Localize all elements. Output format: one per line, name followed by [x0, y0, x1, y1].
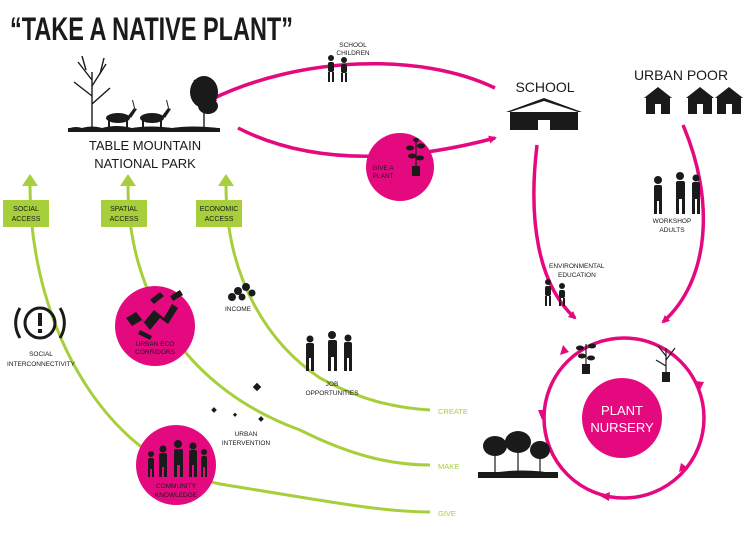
label-create: CREATE [438, 407, 468, 416]
label-make: MAKE [438, 462, 459, 471]
arc-economic [224, 185, 431, 412]
park-label-line2: NATIONAL PARK [94, 156, 196, 171]
arrow-school-to-nursery [532, 144, 577, 320]
arrow-urbanpoor-to-nursery [661, 124, 706, 324]
park-label-line1: TABLE MOUNTAIN [89, 138, 201, 153]
svg-text:URBAN ECO: URBAN ECO [136, 341, 175, 348]
svg-text:PLANT: PLANT [373, 173, 394, 180]
school-children-icon [328, 55, 347, 82]
urban-poor-label: URBAN POOR [634, 67, 728, 83]
urban-poor-houses-icon [644, 87, 743, 114]
svg-text:COMMUNITY: COMMUNITY [156, 483, 197, 490]
node-give-plant: GIVE A PLANT [366, 133, 434, 201]
access-box-social: SOCIAL ACCESS [3, 200, 49, 227]
svg-text:GIVE A: GIVE A [372, 165, 394, 172]
job-workers-icon [306, 331, 352, 371]
park-illustration-icon [68, 55, 220, 132]
access-box-spatial: SPATIAL ACCESS [101, 200, 147, 227]
svg-text:NURSERY: NURSERY [590, 420, 654, 435]
label-social-2: INTERCONNECTIVITY [7, 361, 76, 368]
workshop-adults-icon [654, 172, 700, 214]
warning-sign-icon [14, 306, 66, 340]
school-label: SCHOOL [515, 79, 574, 95]
label-give: GIVE [438, 509, 456, 518]
svg-text:ACCESS: ACCESS [205, 216, 234, 223]
label-urban-intervention-1: URBAN [235, 431, 258, 438]
svg-text:SPATIAL: SPATIAL [110, 206, 138, 213]
arrow-school-to-park [208, 61, 496, 102]
magenta-arrows [208, 61, 706, 324]
svg-text:CORRIDORS: CORRIDORS [135, 349, 175, 356]
label-env-education-2: EDUCATION [558, 272, 596, 279]
coins-icon [228, 283, 256, 301]
svg-text:SOCIAL: SOCIAL [13, 206, 39, 213]
label-workshop-1: WORKSHOP [653, 218, 692, 225]
sapling-icon [655, 345, 676, 382]
arrow-park-to-school [237, 126, 497, 158]
svg-text:ACCESS: ACCESS [110, 216, 139, 223]
label-income: INCOME [225, 306, 252, 313]
label-urban-intervention-2: INTERVENTION [222, 440, 271, 447]
green-arrowheads [22, 174, 234, 186]
label-job-2: OPPORTUNITIES [306, 390, 360, 397]
nursery-trees-icon [478, 431, 558, 478]
label-school-children-1: SCHOOL [339, 42, 367, 49]
school-building-icon [506, 98, 582, 130]
label-social-1: SOCIAL [29, 351, 53, 358]
access-box-economic: ECONOMIC ACCESS [196, 200, 242, 227]
svg-text:ACCESS: ACCESS [12, 216, 41, 223]
nursery-cycle [538, 336, 706, 501]
nursery-potted-plant-icon [576, 343, 596, 374]
node-plant-nursery: PLANT NURSERY [582, 378, 662, 458]
label-workshop-2: ADULTS [659, 227, 685, 234]
svg-text:ECONOMIC: ECONOMIC [200, 206, 239, 213]
urban-intervention-icon [211, 382, 264, 422]
label-job-1: JOB [326, 381, 339, 388]
green-arcs [28, 185, 431, 514]
label-env-education-1: ENVIRONMENTAL [549, 263, 605, 270]
corridor-map-icon [126, 290, 183, 340]
svg-text:PLANT: PLANT [601, 403, 643, 418]
env-education-icon [545, 279, 565, 306]
svg-text:KNOWLEDGE: KNOWLEDGE [155, 492, 198, 499]
community-people-icon [148, 440, 207, 477]
page-title: “TAKE A NATIVE PLANT” [10, 11, 293, 47]
arc-spatial [126, 185, 431, 467]
label-school-children-2: CHILDREN [336, 50, 370, 57]
potted-plant-icon [406, 138, 425, 176]
